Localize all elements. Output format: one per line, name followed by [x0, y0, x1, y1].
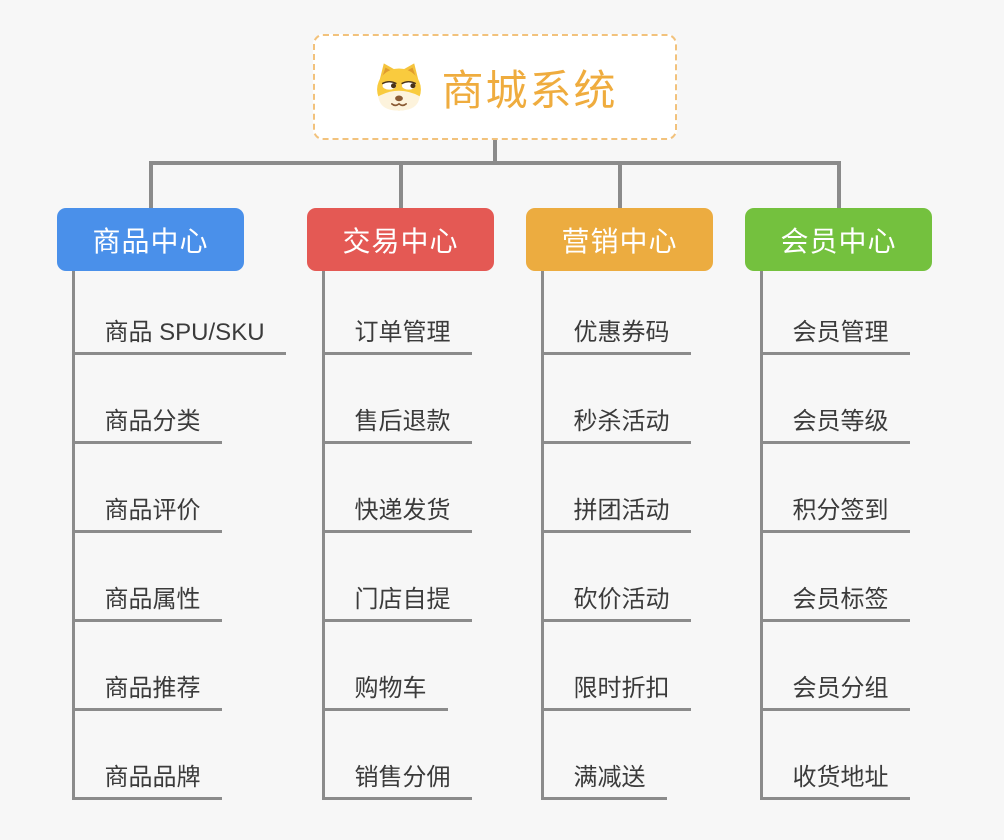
branch-drop-line	[617, 161, 622, 208]
branch-connector-line	[759, 271, 763, 800]
child-topic[interactable]: 门店自提	[321, 533, 472, 622]
branch-drop-line	[836, 161, 841, 208]
root-title: 商城系统	[441, 66, 618, 114]
child-topic[interactable]: 会员等级	[759, 355, 910, 444]
child-topic-label: 商品品牌	[104, 764, 201, 791]
child-topic[interactable]: 商品品牌	[71, 711, 222, 800]
child-topic[interactable]: 优惠券码	[540, 271, 691, 355]
branch-node[interactable]: 商品中心	[57, 208, 244, 271]
branch-connector-line	[321, 271, 325, 800]
child-topic-label: 商品属性	[104, 586, 201, 613]
child-topic-label: 拼团活动	[573, 497, 670, 524]
branch-label: 会员中心	[780, 225, 897, 257]
child-topic-label: 会员管理	[792, 319, 889, 346]
branch-node[interactable]: 会员中心	[745, 208, 932, 271]
child-topic-label: 商品 SPU/SKU	[104, 319, 265, 346]
child-topic-label: 砍价活动	[573, 586, 670, 613]
branch-connector-line	[540, 271, 544, 800]
child-topic-label: 优惠券码	[573, 319, 670, 346]
child-topic-label: 快递发货	[354, 497, 451, 524]
branch-drop-line	[148, 161, 153, 208]
branch-label: 营销中心	[561, 225, 678, 257]
branch-children: 订单管理售后退款快递发货门店自提购物车销售分佣	[321, 271, 472, 800]
child-topic-label: 购物车	[354, 675, 427, 702]
branch-children: 商品 SPU/SKU 商品分类商品评价商品属性商品推荐商品品牌	[71, 271, 286, 800]
child-topic[interactable]: 商品评价	[71, 444, 222, 533]
branch-node[interactable]: 交易中心	[307, 208, 494, 271]
child-topic[interactable]: 会员标签	[759, 533, 910, 622]
child-topic-label: 售后退款	[354, 408, 451, 435]
child-topic[interactable]: 商品属性	[71, 533, 222, 622]
branch-children: 会员管理会员等级积分签到会员标签会员分组收货地址	[759, 271, 910, 800]
child-topic-label: 限时折扣	[573, 675, 670, 702]
branch-label: 交易中心	[342, 225, 459, 257]
child-topic-label: 秒杀活动	[573, 408, 670, 435]
child-topic[interactable]: 砍价活动	[540, 533, 691, 622]
branch-connector-line	[71, 271, 75, 800]
child-topic-label: 会员标签	[792, 586, 889, 613]
child-topic[interactable]: 会员分组	[759, 622, 910, 711]
child-topic[interactable]: 会员管理	[759, 271, 910, 355]
child-topic-label: 门店自提	[354, 586, 451, 613]
child-topic-label: 收货地址	[792, 764, 889, 791]
horizontal-connector-line	[148, 161, 841, 165]
child-topic-label: 会员分组	[792, 675, 889, 702]
child-topic-label: 商品分类	[104, 408, 201, 435]
child-topic-label: 商品评价	[104, 497, 201, 524]
doge-icon	[372, 61, 426, 113]
child-topic[interactable]: 销售分佣	[321, 711, 472, 800]
child-topic[interactable]: 收货地址	[759, 711, 910, 800]
child-topic[interactable]: 快递发货	[321, 444, 472, 533]
child-topic-label: 会员等级	[792, 408, 889, 435]
child-topic[interactable]: 秒杀活动	[540, 355, 691, 444]
root-stub-line	[493, 140, 497, 165]
branch-label: 商品中心	[92, 225, 209, 257]
branch-drop-line	[398, 161, 403, 208]
child-topic[interactable]: 订单管理	[321, 271, 472, 355]
child-topic-label: 商品推荐	[104, 675, 201, 702]
child-topic[interactable]: 满减送	[540, 711, 667, 800]
child-topic[interactable]: 积分签到	[759, 444, 910, 533]
child-topic[interactable]: 商品推荐	[71, 622, 222, 711]
branch-node[interactable]: 营销中心	[526, 208, 713, 271]
child-topic-label: 销售分佣	[354, 764, 451, 791]
child-topic[interactable]: 商品分类	[71, 355, 222, 444]
child-topic[interactable]: 拼团活动	[540, 444, 691, 533]
branch-children: 优惠券码秒杀活动拼团活动砍价活动限时折扣满减送	[540, 271, 691, 800]
child-topic-label: 满减送	[573, 764, 646, 791]
child-topic-label: 积分签到	[792, 497, 889, 524]
child-topic[interactable]: 商品 SPU/SKU	[71, 271, 286, 355]
child-topic[interactable]: 限时折扣	[540, 622, 691, 711]
child-topic[interactable]: 购物车	[321, 622, 448, 711]
child-topic[interactable]: 售后退款	[321, 355, 472, 444]
child-topic-label: 订单管理	[354, 319, 451, 346]
root-node[interactable]: 商城系统	[313, 34, 677, 140]
